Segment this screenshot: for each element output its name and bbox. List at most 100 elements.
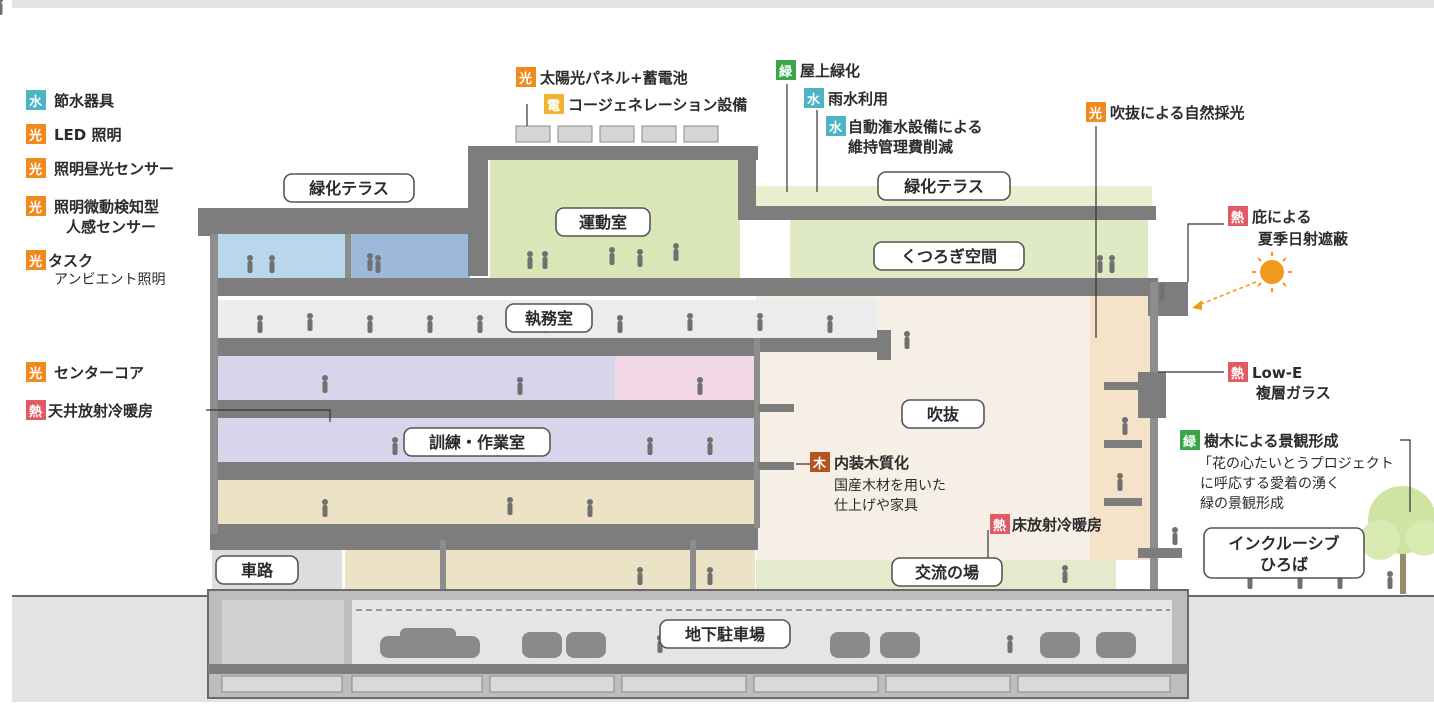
heat-badge-icon — [1228, 362, 1248, 382]
svg-text:熱: 熱 — [993, 518, 1006, 534]
solar-panels — [515, 125, 719, 143]
svg-text:光: 光 — [28, 200, 42, 216]
svg-text:熱: 熱 — [1231, 210, 1244, 226]
label-lounge — [873, 241, 1025, 271]
svg-text:緑化テラス: 緑化テラス — [904, 177, 984, 196]
light-badge-icon — [26, 250, 46, 270]
svg-text:水: 水 — [807, 92, 821, 108]
label-terrace-right — [877, 171, 1011, 201]
label-road — [215, 555, 299, 585]
svg-text:人感センサー: 人感センサー — [66, 218, 156, 236]
people-silhouettes — [0, 0, 1393, 653]
label-terrace-left — [283, 173, 415, 203]
heat-badge-icon — [26, 400, 46, 420]
svg-text:維持管理費削減: 維持管理費削減 — [848, 138, 953, 156]
svg-text:緑の景観形成: 緑の景観形成 — [1200, 495, 1284, 512]
svg-text:光: 光 — [28, 128, 42, 144]
water-badge-icon — [26, 90, 46, 110]
svg-text:照明昼光センサー: 照明昼光センサー — [54, 160, 174, 178]
svg-text:緑: 緑 — [779, 64, 793, 80]
leader-lines — [206, 84, 1411, 560]
svg-text:複層ガラス: 複層ガラス — [1255, 384, 1331, 402]
svg-text:国産木材を用いた: 国産木材を用いた — [834, 478, 946, 494]
svg-text:執務室: 執務室 — [525, 309, 573, 328]
svg-text:車路: 車路 — [241, 561, 274, 580]
heat-badge-icon — [1228, 206, 1248, 226]
label-training — [403, 427, 551, 457]
svg-text:コージェネレーション設備: コージェネレーション設備 — [568, 96, 747, 114]
svg-text:タスク: タスク — [48, 252, 93, 270]
callouts-atrium: 木 内装木質化 国産木材を用いた 仕上げや家具 熱 床放射冷暖房 — [810, 452, 1102, 534]
green-badge-icon — [776, 60, 796, 80]
svg-text:吹抜による自然採光: 吹抜による自然採光 — [1110, 104, 1245, 122]
light-badge-icon — [26, 124, 46, 144]
svg-text:水: 水 — [829, 120, 843, 136]
svg-text:Low-E: Low-E — [1252, 364, 1302, 382]
room-1f-upper — [217, 480, 755, 524]
light-badge-icon — [26, 362, 46, 382]
label-plaza — [1203, 527, 1365, 579]
sun-icon — [1192, 252, 1292, 310]
svg-text:天井放射冷暖房: 天井放射冷暖房 — [48, 402, 153, 420]
svg-text:「花の心たいとうプロジェクト: 「花の心たいとうプロジェクト — [1198, 456, 1394, 472]
callouts-top: 光 太陽光パネル+蓄電池 電 コージェネレーション設備 緑 屋上緑化 水 雨水利… — [516, 60, 1245, 156]
svg-text:緑化テラス: 緑化テラス — [309, 179, 389, 198]
svg-text:アンビエント照明: アンビエント照明 — [54, 272, 165, 288]
svg-text:緑: 緑 — [1183, 434, 1197, 450]
svg-text:交流の場: 交流の場 — [915, 563, 979, 582]
svg-text:訓練・作業室: 訓練・作業室 — [429, 433, 525, 452]
light-badge-icon — [26, 158, 46, 178]
electric-badge-icon — [544, 94, 564, 114]
svg-text:夏季日射遮蔽: 夏季日射遮蔽 — [1257, 230, 1349, 248]
svg-text:屋上緑化: 屋上緑化 — [800, 62, 860, 80]
svg-text:インクルーシブ: インクルーシブ — [1228, 534, 1339, 553]
svg-text:ひろば: ひろば — [1260, 555, 1308, 574]
svg-text:仕上げや家具: 仕上げや家具 — [834, 497, 918, 514]
svg-text:水: 水 — [29, 94, 43, 110]
svg-text:吹抜: 吹抜 — [927, 405, 960, 424]
svg-text:LED 照明: LED 照明 — [54, 126, 121, 144]
parked-cars — [380, 628, 1136, 658]
label-atrium — [901, 399, 985, 429]
label-exchange — [891, 557, 1003, 587]
svg-text:庇による: 庇による — [1252, 208, 1312, 226]
label-parking — [659, 619, 791, 649]
structure — [198, 146, 1189, 699]
room-gf — [345, 550, 755, 590]
svg-text:地下駐車場: 地下駐車場 — [685, 625, 765, 644]
svg-text:光: 光 — [28, 162, 42, 178]
svg-text:光: 光 — [28, 366, 42, 382]
label-gym — [555, 207, 651, 237]
svg-text:電: 電 — [547, 99, 560, 114]
svg-text:照明微動検知型: 照明微動検知型 — [54, 198, 159, 216]
green-badge-icon — [1180, 430, 1200, 450]
svg-text:光: 光 — [28, 254, 42, 270]
room-labels: 緑化テラス 運動室 緑化テラス くつろぎ空間 執務室 吹抜 訓練・作業室 車路 … — [215, 171, 1365, 649]
tree-icon — [1360, 486, 1434, 594]
svg-text:運動室: 運動室 — [579, 213, 627, 232]
svg-text:樹木による景観形成: 樹木による景観形成 — [1204, 432, 1339, 450]
svg-text:節水器具: 節水器具 — [54, 92, 114, 110]
svg-text:太陽光パネル+蓄電池: 太陽光パネル+蓄電池 — [540, 69, 688, 87]
svg-text:に呼応する愛着の湧く: に呼応する愛着の湧く — [1200, 476, 1340, 492]
svg-text:センターコア: センターコア — [54, 364, 144, 382]
svg-text:雨水利用: 雨水利用 — [828, 90, 888, 108]
svg-text:自動潅水設備による: 自動潅水設備による — [848, 118, 983, 136]
water-badge-icon — [826, 116, 846, 136]
light-badge-icon — [26, 196, 46, 216]
svg-text:内装木質化: 内装木質化 — [834, 454, 909, 472]
svg-text:熱: 熱 — [29, 404, 42, 420]
svg-text:熱: 熱 — [1231, 366, 1244, 382]
svg-text:光: 光 — [1088, 106, 1102, 122]
light-badge-icon — [1086, 102, 1106, 122]
svg-text:木: 木 — [812, 456, 827, 472]
water-badge-icon — [804, 88, 824, 108]
label-office — [505, 303, 593, 333]
callouts-right: 熱 庇による 夏季日射遮蔽 熱 Low-E 複層ガラス 緑 樹木による景観形成 … — [1180, 206, 1394, 512]
heat-badge-icon — [990, 514, 1010, 534]
svg-text:床放射冷暖房: 床放射冷暖房 — [1012, 516, 1102, 534]
light-badge-icon — [516, 67, 536, 87]
legend-left: 水 節水器具 光 LED 照明 光 照明昼光センサー 光 照明微動検知型 人感セ… — [26, 90, 174, 420]
wood-badge-icon — [810, 452, 830, 472]
